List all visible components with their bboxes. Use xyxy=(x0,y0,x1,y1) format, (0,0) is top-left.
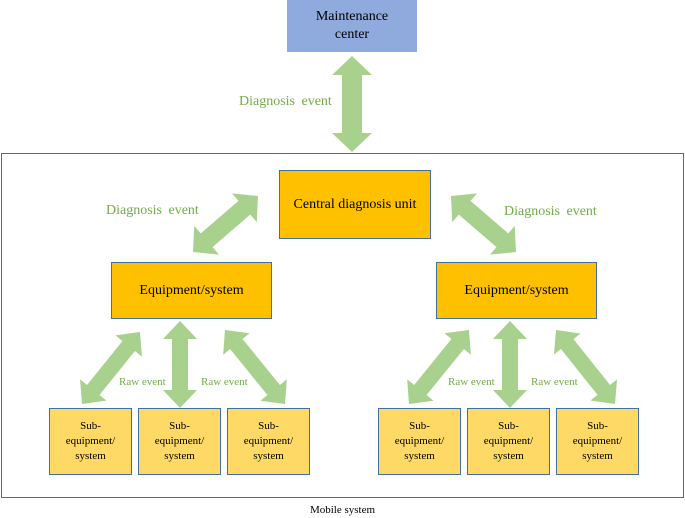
equipment-left-label: Equipment/system xyxy=(139,282,244,298)
central-diagnosis-unit-box: Central diagnosis unit xyxy=(279,170,431,239)
sub-label-line3: system xyxy=(404,450,435,462)
central-diagnosis-unit-label: Central diagnosis unit xyxy=(293,196,417,212)
equipment-box-left: Equipment/system xyxy=(111,262,272,319)
sub-label-line3: system xyxy=(75,450,106,462)
arrow-raw-left-2 xyxy=(163,321,197,408)
raw-event-label-2: Raw event xyxy=(201,376,248,388)
sub-label-line1: Sub- xyxy=(498,420,519,432)
sub-label-line2: equipment/ xyxy=(572,435,623,447)
sub-label-line1: Sub- xyxy=(80,420,101,432)
sub-label-line1: Sub- xyxy=(409,420,430,432)
raw-event-label-4: Raw event xyxy=(531,376,578,388)
arrow-raw-right-2 xyxy=(493,321,527,408)
maintenance-center-line2: center xyxy=(334,27,370,42)
sub-label-line1: Sub- xyxy=(258,420,279,432)
sub-equipment-box-2: Sub-equipment/system xyxy=(138,408,221,475)
raw-event-label-3: Raw event xyxy=(448,376,495,388)
sub-label-line3: system xyxy=(164,450,195,462)
diagnosis-event-label-top: Diagnosis event xyxy=(239,94,332,109)
arrow-central-equipment-right xyxy=(451,193,517,255)
mobile-system-boundary xyxy=(1,153,684,498)
diagnosis-event-label-left: Diagnosis event xyxy=(106,203,199,218)
sub-label-line1: Sub- xyxy=(587,420,608,432)
arrow-raw-right-1 xyxy=(407,330,471,405)
equipment-right-label: Equipment/system xyxy=(464,282,569,298)
maintenance-center-line1: Maintenance xyxy=(315,9,389,24)
sub-label-line3: system xyxy=(253,450,284,462)
arrow-raw-left-3 xyxy=(223,330,287,405)
sub-label-line1: Sub- xyxy=(169,420,190,432)
sub-equipment-box-6: Sub-equipment/system xyxy=(556,408,639,475)
sub-label-line3: system xyxy=(582,450,613,462)
sub-label-line2: equipment/ xyxy=(154,435,205,447)
sub-equipment-box-5: Sub-equipment/system xyxy=(467,408,550,475)
arrow-maintenance-central xyxy=(332,56,372,152)
raw-event-label-1: Raw event xyxy=(119,376,166,388)
mobile-system-caption: Mobile system xyxy=(309,504,376,516)
arrow-central-equipment-left xyxy=(193,193,258,255)
sub-equipment-box-3: Sub-equipment/system xyxy=(227,408,310,475)
sub-label-line2: equipment/ xyxy=(65,435,116,447)
diagnosis-event-label-right: Diagnosis event xyxy=(504,204,597,219)
sub-equipment-box-1: Sub-equipment/system xyxy=(49,408,132,475)
equipment-box-right: Equipment/system xyxy=(436,262,597,319)
arrow-raw-left-1 xyxy=(80,332,142,404)
arrow-raw-right-3 xyxy=(553,330,618,404)
sub-label-line2: equipment/ xyxy=(243,435,294,447)
maintenance-center-box: Maintenance center xyxy=(287,0,417,52)
sub-equipment-box-4: Sub-equipment/system xyxy=(378,408,461,475)
sub-label-line2: equipment/ xyxy=(483,435,534,447)
sub-label-line2: equipment/ xyxy=(394,435,445,447)
sub-label-line3: system xyxy=(493,450,524,462)
